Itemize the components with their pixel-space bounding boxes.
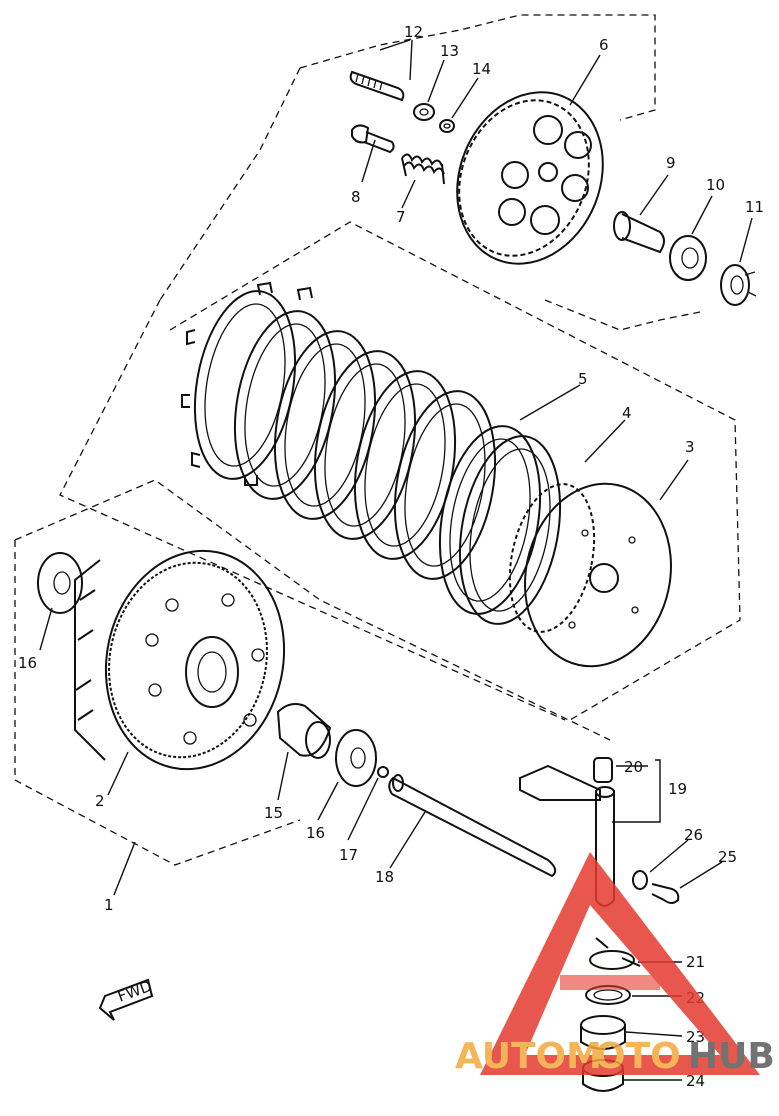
- callout-20: 20: [624, 758, 643, 776]
- part-bearing: [580, 1015, 626, 1050]
- part-spacer: [276, 703, 332, 759]
- fwd-label: FWD: [115, 977, 154, 1006]
- part-pin: [593, 757, 613, 783]
- part-thrust-washer-right: [335, 729, 377, 787]
- watermark-text-moto: OTO: [595, 1036, 681, 1077]
- callout-25: 25: [718, 848, 737, 866]
- part-lock-washer: [720, 264, 757, 306]
- callout-4: 4: [622, 404, 632, 422]
- callout-16-left: 16: [18, 654, 37, 672]
- callout-6: 6: [599, 36, 609, 54]
- callout-10: 10: [706, 176, 725, 194]
- part-stud: [349, 70, 405, 102]
- part-return-spring: [589, 937, 641, 970]
- callout-3: 3: [685, 438, 695, 456]
- callout-14: 14: [472, 60, 491, 78]
- callout-23: 23: [686, 1028, 705, 1046]
- group-outline-pressure-plate: [159, 14, 701, 331]
- watermark-logo: AUTOM OTO HUB: [455, 852, 775, 1077]
- callout-13: 13: [440, 42, 459, 60]
- part-push-rod: [388, 774, 557, 878]
- fwd-arrow-icon: FWD: [98, 977, 154, 1021]
- watermark-text-hub: HUB: [688, 1036, 775, 1077]
- callout-9: 9: [666, 154, 676, 172]
- callout-8: 8: [351, 188, 361, 206]
- leader-lines: [39, 39, 753, 1081]
- part-nut: [413, 103, 435, 121]
- part-washer-26: [632, 870, 648, 890]
- part-bolt: [351, 124, 395, 154]
- part-clutch-boss: [508, 482, 672, 668]
- callout-7: 7: [396, 208, 406, 226]
- callout-15: 15: [264, 804, 283, 822]
- watermark-text-auto: AUTOM: [455, 1036, 602, 1077]
- callout-11: 11: [745, 198, 764, 216]
- callout-5: 5: [578, 370, 588, 388]
- callout-2: 2: [95, 792, 105, 810]
- callout-18: 18: [375, 868, 394, 886]
- callout-12: 12: [404, 23, 423, 41]
- part-friction-plates: [181, 281, 562, 625]
- part-screw: [651, 883, 680, 904]
- part-bearing-nut: [669, 235, 707, 281]
- part-spring: [401, 153, 445, 185]
- part-push-piece: [613, 211, 665, 254]
- group-outline-housing: [14, 479, 611, 866]
- part-ball: [377, 766, 389, 778]
- callout-17: 17: [339, 846, 358, 864]
- callout-16-right: 16: [306, 824, 325, 842]
- group-outline-plates: [59, 221, 741, 721]
- callout-labels: 1 2 3 4 5 6 7 8 9 10 11 12 13 14 15 16 1…: [18, 23, 764, 1090]
- part-thrust-washer-left: [37, 552, 83, 614]
- part-clutch-housing: [74, 549, 286, 771]
- watermark-triangle-icon: [480, 852, 760, 1075]
- callout-21: 21: [686, 953, 705, 971]
- callout-26: 26: [684, 826, 703, 844]
- callout-1: 1: [104, 896, 114, 914]
- callout-24: 24: [686, 1072, 705, 1090]
- part-washer-small: [439, 119, 455, 133]
- callout-19: 19: [668, 780, 687, 798]
